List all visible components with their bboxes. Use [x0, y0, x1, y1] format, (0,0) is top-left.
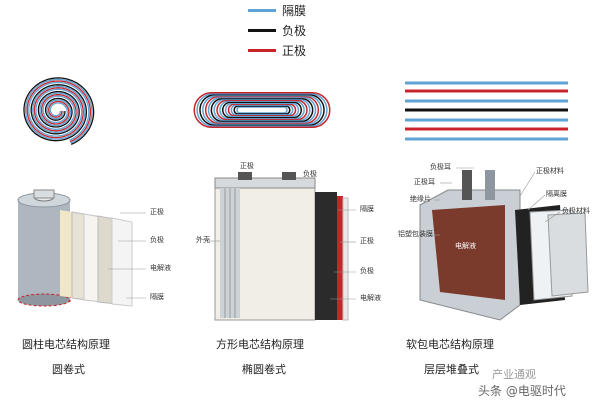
pri-label-cathode: 正极	[360, 237, 374, 245]
cylindrical-subtitle: 圆卷式	[52, 363, 85, 376]
pri-label-shell: 外壳	[196, 236, 210, 244]
spiral-layer	[26, 80, 92, 143]
oval-layer	[227, 103, 297, 117]
oval-layer	[236, 106, 288, 114]
pri-label-neg-tab: 负极	[303, 170, 317, 178]
spiral-layer	[24, 78, 93, 144]
pouch-label-neg-tab: 负极耳	[430, 163, 451, 171]
pouch-title: 软包电芯结构原理	[406, 338, 494, 351]
pouch-label-separator: 隔离膜	[546, 190, 567, 198]
legend-label-separator: 隔膜	[282, 3, 307, 18]
pri-label-separator: 隔膜	[360, 205, 374, 213]
oval-layer	[210, 97, 314, 123]
spiral-layer	[28, 81, 90, 141]
pouch-stack-schematic	[405, 81, 568, 141]
oval-layer	[224, 102, 300, 118]
oval-layer	[193, 92, 331, 128]
prismatic-subtitle: 椭圆卷式	[242, 363, 286, 376]
legend-item-cathode: 正极	[248, 42, 306, 58]
prismatic-title: 方形电芯结构原理	[216, 338, 304, 351]
cylindrical-title: 圆柱电芯结构原理	[22, 338, 110, 351]
oval-layer	[202, 94, 322, 126]
watermark-left: 产业通观	[492, 368, 536, 381]
pouch-subtitle: 层层堆叠式	[424, 363, 479, 376]
pouch-cell-illustration	[419, 167, 589, 321]
prismatic-cell-illustration	[207, 172, 356, 321]
pouch-label-cathode-mat: 正极材料	[536, 167, 564, 175]
oval-layer	[204, 95, 320, 125]
watermark-right: 头条 @电驱时代	[478, 384, 566, 398]
cyl-label-separator: 隔膜	[150, 293, 164, 301]
pouch-label-foil: 铝塑包装膜	[398, 230, 433, 238]
legend-swatch-anode	[248, 28, 276, 32]
oval-layer	[233, 105, 291, 115]
legend-item-separator: 隔膜	[248, 2, 306, 18]
oval-layer	[219, 100, 305, 120]
prismatic-winding-schematic	[193, 92, 331, 128]
spiral-layer	[23, 77, 95, 145]
cyl-label-cathode: 正极	[150, 208, 164, 216]
cyl-label-anode: 负极	[150, 236, 164, 244]
cylindrical-cell-illustration	[17, 189, 146, 307]
pouch-label-electrolyte: 电解液	[455, 242, 476, 250]
oval-layer	[207, 96, 317, 124]
pri-label-electrolyte: 电解液	[360, 294, 381, 302]
legend-item-anode: 负极	[248, 22, 306, 38]
oval-layer	[230, 104, 294, 116]
legend-label-anode: 负极	[282, 23, 307, 38]
pouch-label-insulator: 绝缘片	[410, 195, 431, 203]
pouch-label-anode-mat: 负极材料	[562, 207, 590, 215]
legend-swatch-separator	[248, 8, 276, 12]
oval-layer	[213, 98, 311, 122]
legend-swatch-cathode	[248, 48, 276, 52]
pri-label-anode: 负极	[360, 267, 374, 275]
pri-label-pos-tab: 正极	[240, 162, 254, 170]
oval-layer	[199, 93, 325, 127]
cylindrical-spiral-schematic	[23, 77, 95, 145]
oval-layer	[216, 99, 308, 121]
oval-layer	[222, 101, 302, 119]
pouch-label-pos-tab: 正极耳	[414, 178, 435, 186]
oval-layer	[196, 92, 328, 128]
legend-label-cathode: 正极	[282, 43, 307, 58]
cyl-label-electrolyte: 电解液	[150, 264, 171, 272]
